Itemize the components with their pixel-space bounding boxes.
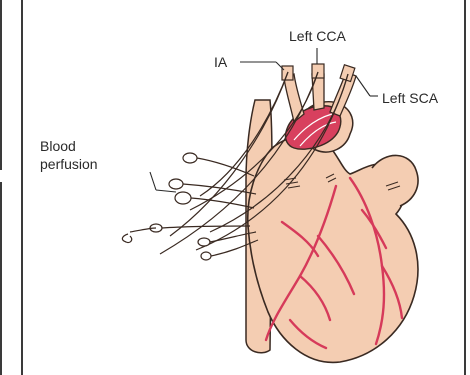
label-left-sca: Left SCA (382, 90, 438, 106)
left-cca-vessel (312, 74, 324, 110)
label-blood: Blood (40, 138, 76, 154)
left-cca-cannula (312, 64, 324, 78)
tube-leads (122, 158, 258, 256)
ia-vessel (284, 74, 304, 122)
label-ia: IA (214, 54, 227, 70)
label-perfusion: perfusion (40, 156, 98, 172)
label-left-cca: Left CCA (289, 28, 346, 44)
tube-connectors (150, 153, 211, 260)
